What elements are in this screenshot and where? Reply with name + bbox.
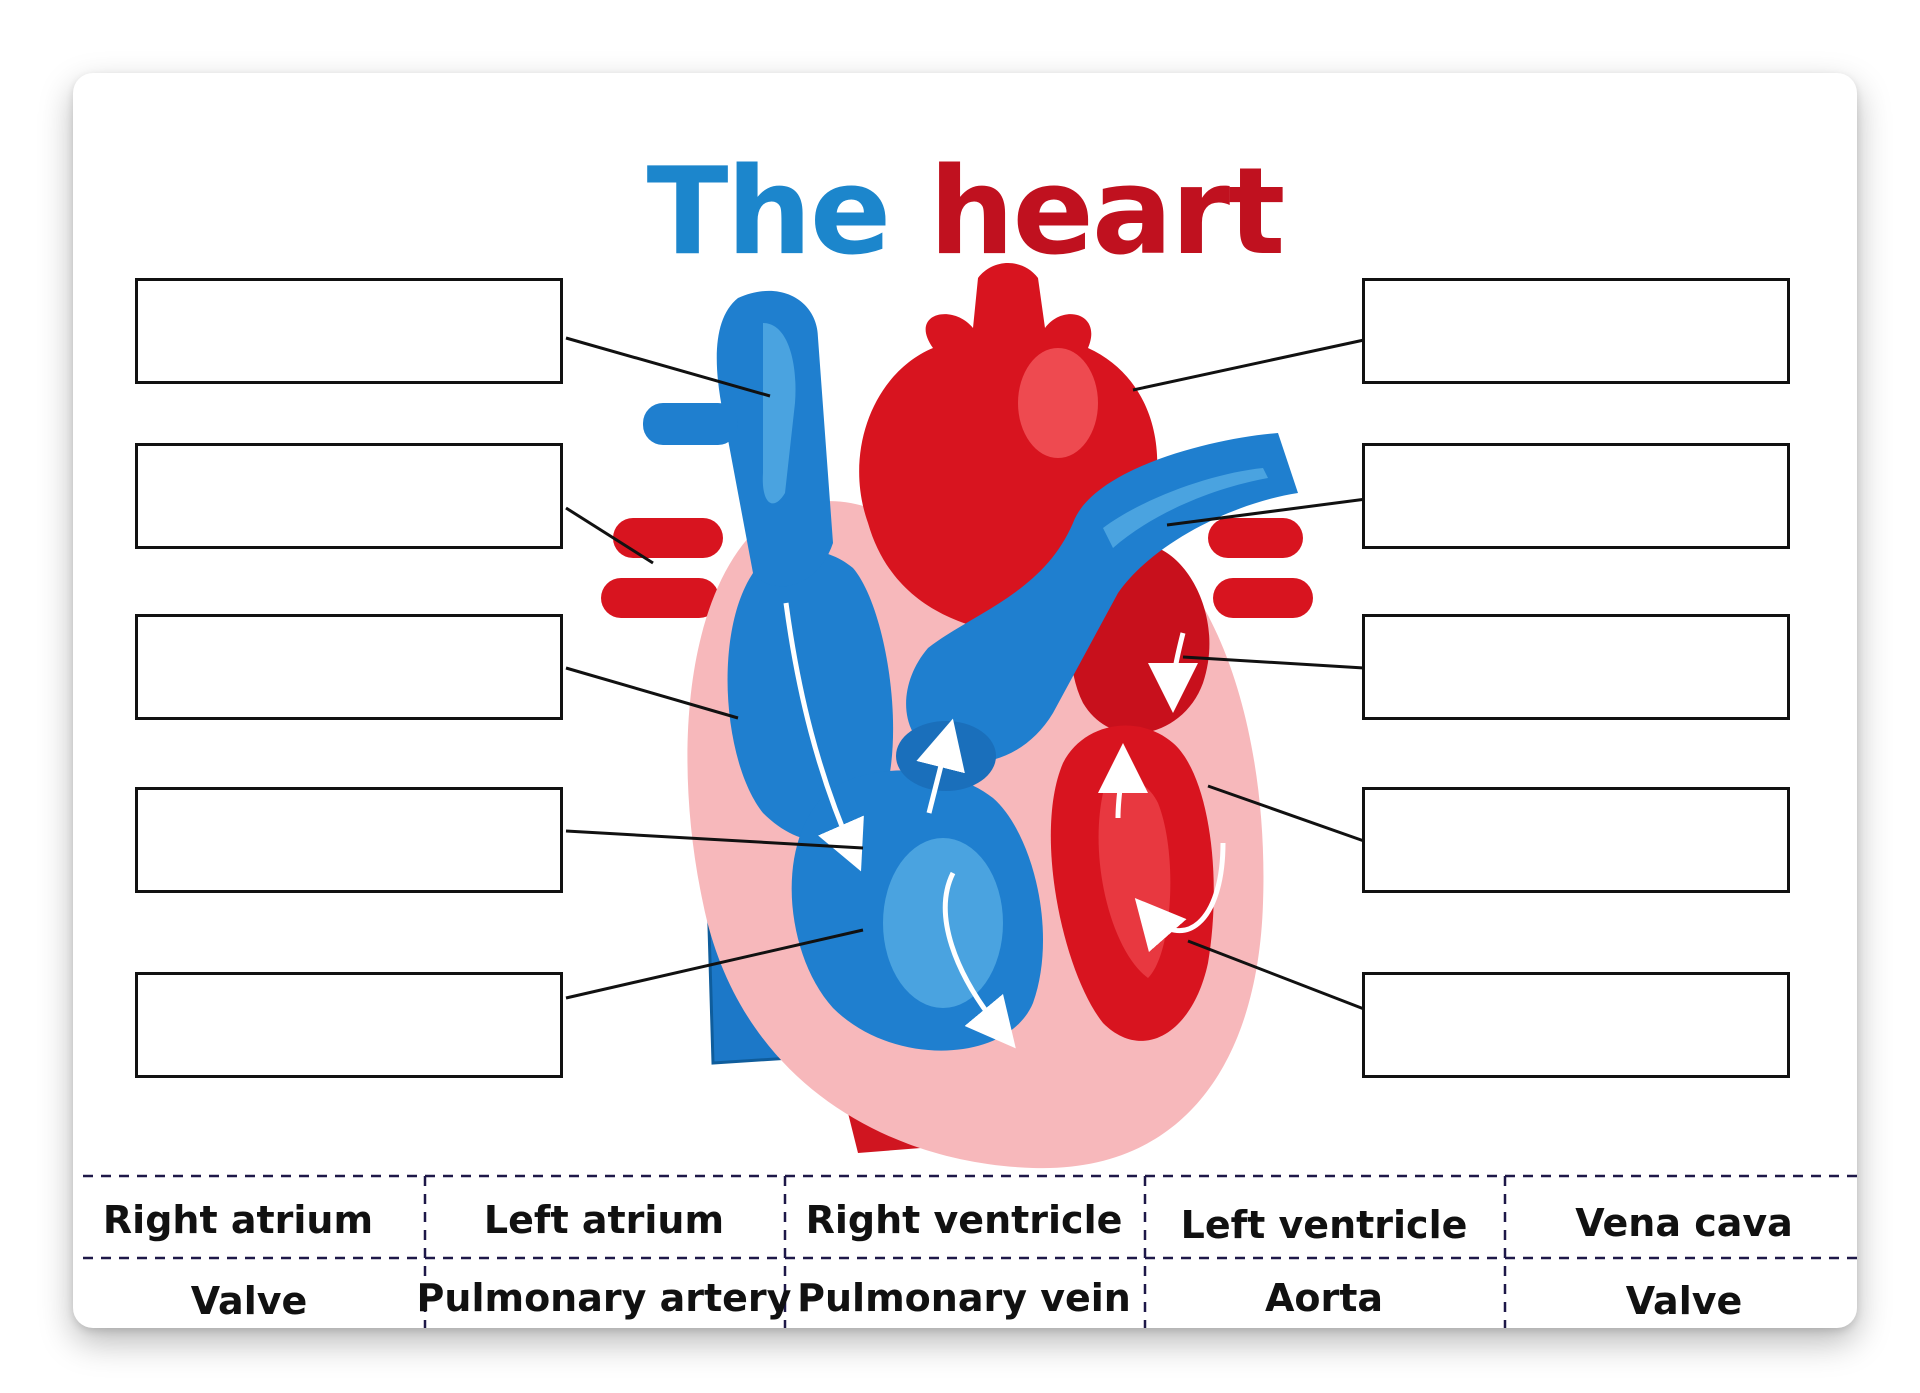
label-box-left-1[interactable] (135, 278, 563, 384)
word-bank-pulmonary-artery[interactable]: Pulmonary artery (416, 1276, 792, 1320)
word-bank-left-atrium[interactable]: Left atrium (483, 1198, 725, 1242)
word-bank-right-ventricle[interactable]: Right ventricle (805, 1198, 1123, 1242)
pulmonary-vein-left-lower (601, 578, 719, 618)
pulmonary-vein-left-upper (613, 518, 723, 558)
word-bank-valve-1[interactable]: Valve (190, 1279, 308, 1323)
vena-cava-highlight (762, 323, 796, 504)
label-box-right-2[interactable] (1362, 443, 1790, 549)
label-box-left-3[interactable] (135, 614, 563, 720)
vena-cava-branch (643, 403, 738, 445)
worksheet-card: The heart (73, 73, 1857, 1328)
pulmonary-vein-right-lower (1213, 578, 1313, 618)
label-box-left-2[interactable] (135, 443, 563, 549)
title-word-the: The (646, 143, 892, 282)
pulmonary-artery-highlight (1103, 468, 1268, 548)
aorta-highlight (1018, 348, 1098, 458)
word-bank-left-ventricle[interactable]: Left ventricle (1180, 1203, 1468, 1247)
right-ventricle-highlight (883, 838, 1003, 1008)
leader-lines (565, 336, 1375, 1011)
label-box-left-4[interactable] (135, 787, 563, 893)
label-box-right-4[interactable] (1362, 787, 1790, 893)
word-bank-vena-cava[interactable]: Vena cava (1575, 1201, 1793, 1245)
label-box-left-5[interactable] (135, 972, 563, 1078)
word-bank-pulmonary-vein[interactable]: Pulmonary vein (797, 1276, 1131, 1320)
page-title: The heart (73, 143, 1857, 283)
label-box-right-5[interactable] (1362, 972, 1790, 1078)
word-bank-valve-2[interactable]: Valve (1625, 1279, 1743, 1323)
word-bank-grid (83, 1174, 1857, 1328)
label-box-right-1[interactable] (1362, 278, 1790, 384)
title-word-heart: heart (929, 143, 1285, 282)
blood-flow-arrows (783, 602, 1226, 1049)
label-box-right-3[interactable] (1362, 614, 1790, 720)
pulmonary-vein-right-upper (1208, 518, 1303, 558)
right-atrium (727, 549, 894, 842)
heart-diagram (83, 263, 1857, 1328)
word-bank-aorta[interactable]: Aorta (1264, 1276, 1384, 1320)
pulmonary-artery (906, 433, 1298, 763)
word-bank-right-atrium[interactable]: Right atrium (102, 1198, 374, 1242)
